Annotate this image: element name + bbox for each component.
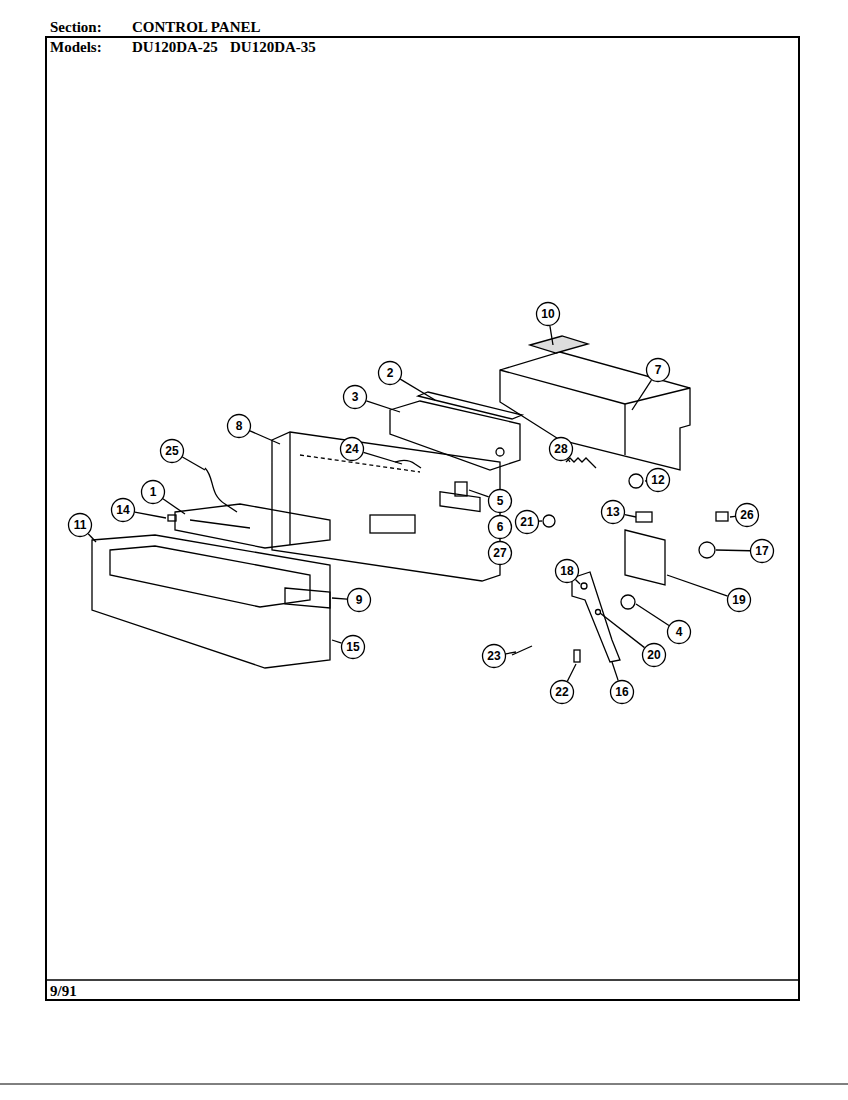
callout-number: 9 — [356, 593, 363, 607]
callout-circle — [537, 303, 560, 326]
callout-circle — [643, 644, 666, 667]
callout-circle — [142, 481, 165, 504]
header-text: 9/91 — [50, 983, 77, 1000]
callout-circle — [161, 440, 184, 463]
callout-circle — [489, 490, 512, 513]
callout-number: 5 — [497, 494, 504, 508]
callout-circle — [483, 645, 506, 668]
leader-line — [575, 579, 580, 584]
callout-circle — [668, 621, 691, 644]
callout-circle — [602, 501, 625, 524]
callout-number: 4 — [676, 625, 683, 639]
callout-circle — [341, 438, 364, 461]
callout-circle — [348, 589, 371, 612]
callout-number: 1 — [150, 485, 157, 499]
callout-number: 25 — [165, 444, 178, 458]
callout-number: 21 — [520, 515, 533, 529]
callout-number: 24 — [345, 442, 358, 456]
header-text: DU120DA-25 — [132, 39, 218, 56]
header-text: DU120DA-35 — [230, 39, 316, 56]
leader-line — [539, 520, 542, 522]
leader-line — [568, 459, 570, 462]
header-text: CONTROL PANEL — [132, 19, 261, 36]
callout-circle — [344, 386, 367, 409]
callout-number: 18 — [560, 564, 573, 578]
callout-number: 12 — [651, 473, 664, 487]
callout-circle — [751, 540, 774, 563]
callout-circle — [736, 504, 759, 527]
callout-number: 6 — [497, 520, 504, 534]
callout-number: 11 — [74, 518, 87, 532]
callout-number: 2 — [387, 366, 394, 380]
callout-circle — [611, 681, 634, 704]
callout-circle — [647, 469, 670, 492]
leader-line — [730, 516, 735, 518]
callout-circle — [112, 499, 135, 522]
callout-circle — [228, 415, 251, 438]
callout-number: 7 — [655, 363, 662, 377]
leader-line — [332, 640, 342, 643]
callout-number: 8 — [236, 419, 243, 433]
callout-circle — [551, 681, 574, 704]
leader-line — [612, 662, 618, 681]
leader-line — [332, 598, 347, 599]
leader-line — [636, 604, 669, 625]
leader-line — [250, 431, 280, 444]
leader-line — [550, 326, 553, 345]
leader-line — [667, 575, 728, 596]
leader-line — [363, 452, 402, 464]
callout-number: 17 — [755, 544, 768, 558]
leader-line — [506, 652, 516, 654]
callout-number: 28 — [554, 442, 567, 456]
callout-number: 27 — [493, 546, 506, 560]
leader-line — [182, 457, 205, 470]
callout-number: 16 — [615, 685, 628, 699]
callout-number: 14 — [116, 503, 129, 517]
leader-line — [163, 499, 185, 514]
leader-line — [88, 534, 96, 542]
callout-number: 22 — [555, 685, 568, 699]
callout-circle — [489, 516, 512, 539]
header-text: Section: — [50, 19, 102, 36]
leader-line — [645, 480, 646, 481]
leader-line — [366, 401, 400, 412]
callout-circle — [379, 362, 402, 385]
callout-number: 3 — [352, 390, 359, 404]
callout-circle — [647, 359, 670, 382]
callout-circle — [69, 514, 92, 537]
callout-circle — [489, 542, 512, 565]
leader-line — [632, 380, 651, 410]
callout-circle — [342, 636, 365, 659]
callout-number: 23 — [487, 649, 500, 663]
leader-line — [716, 549, 750, 551]
leader-line — [135, 512, 166, 518]
callout-number: 13 — [606, 505, 619, 519]
header-text: Models: — [50, 39, 102, 56]
callout-circle — [556, 560, 579, 583]
callout-number: 10 — [541, 307, 554, 321]
leader-line — [400, 379, 435, 400]
leader-line — [469, 490, 489, 497]
callout-number: 19 — [732, 593, 745, 607]
callout-number: 20 — [647, 648, 660, 662]
callout-circle — [516, 511, 539, 534]
leader-line — [567, 664, 576, 681]
callout-circle — [550, 438, 573, 461]
leader-line — [625, 515, 636, 517]
callout-number: 15 — [346, 640, 359, 654]
leader-line — [600, 613, 645, 648]
callout-number: 26 — [740, 508, 753, 522]
callout-circle — [728, 589, 751, 612]
page-frame — [46, 37, 799, 1000]
